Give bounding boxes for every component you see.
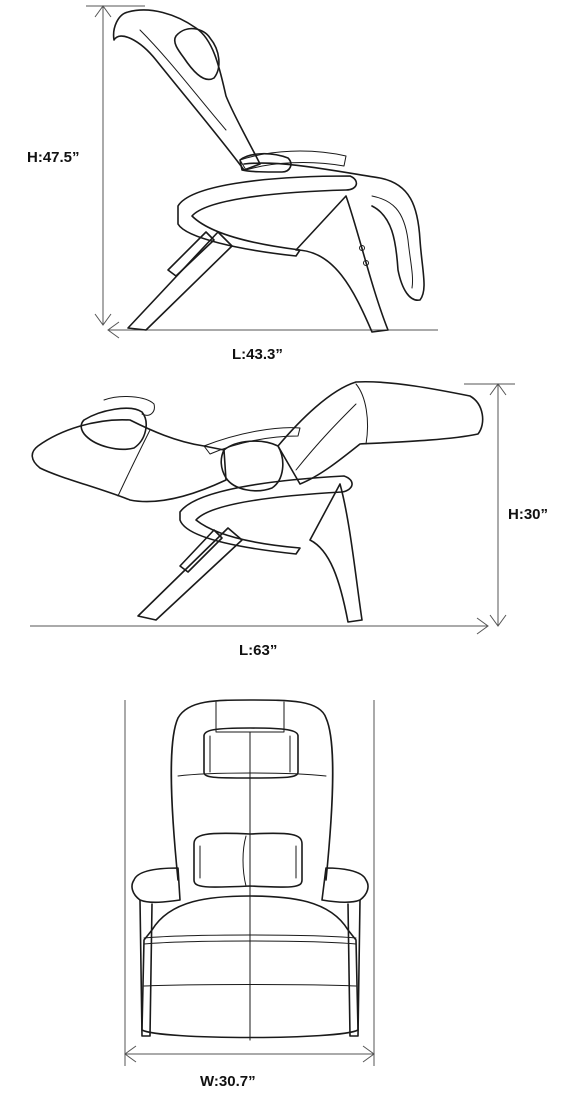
- lumbar-pillow: [193, 832, 303, 888]
- seat-and-legrest: [243, 162, 425, 301]
- length-label: L:63”: [239, 642, 277, 659]
- armrest: [179, 475, 353, 555]
- seat-cushion: [220, 440, 284, 492]
- height-label: H:30”: [508, 506, 548, 523]
- width-dimension-line: [124, 700, 375, 1066]
- length-dimension-line: [30, 617, 489, 635]
- legrest: [277, 380, 484, 485]
- height-label: H:47.5”: [27, 149, 80, 166]
- side-reclined-view: H:30” L:63”: [30, 380, 548, 659]
- seat-front: [141, 895, 359, 1039]
- armrest: [177, 175, 358, 257]
- headrest-pillow: [203, 727, 299, 779]
- lumbar-pillow: [239, 152, 292, 173]
- length-label: L:43.3”: [232, 346, 283, 363]
- side-upright-view: H:47.5” L:43.3”: [27, 5, 438, 363]
- front-view: W:30.7”: [124, 699, 375, 1090]
- headrest-pillow: [173, 27, 220, 81]
- headrest-pillow: [80, 407, 147, 451]
- right-armrest: [321, 867, 369, 904]
- backrest: [112, 9, 261, 171]
- chair-frame: [137, 483, 363, 623]
- backrest: [170, 699, 334, 881]
- backrest: [31, 419, 227, 503]
- height-dimension-line: [86, 5, 145, 326]
- chair-frame: [127, 195, 389, 333]
- left-armrest: [131, 867, 181, 904]
- height-dimension-line: [464, 383, 515, 627]
- width-label: W:30.7”: [200, 1073, 256, 1090]
